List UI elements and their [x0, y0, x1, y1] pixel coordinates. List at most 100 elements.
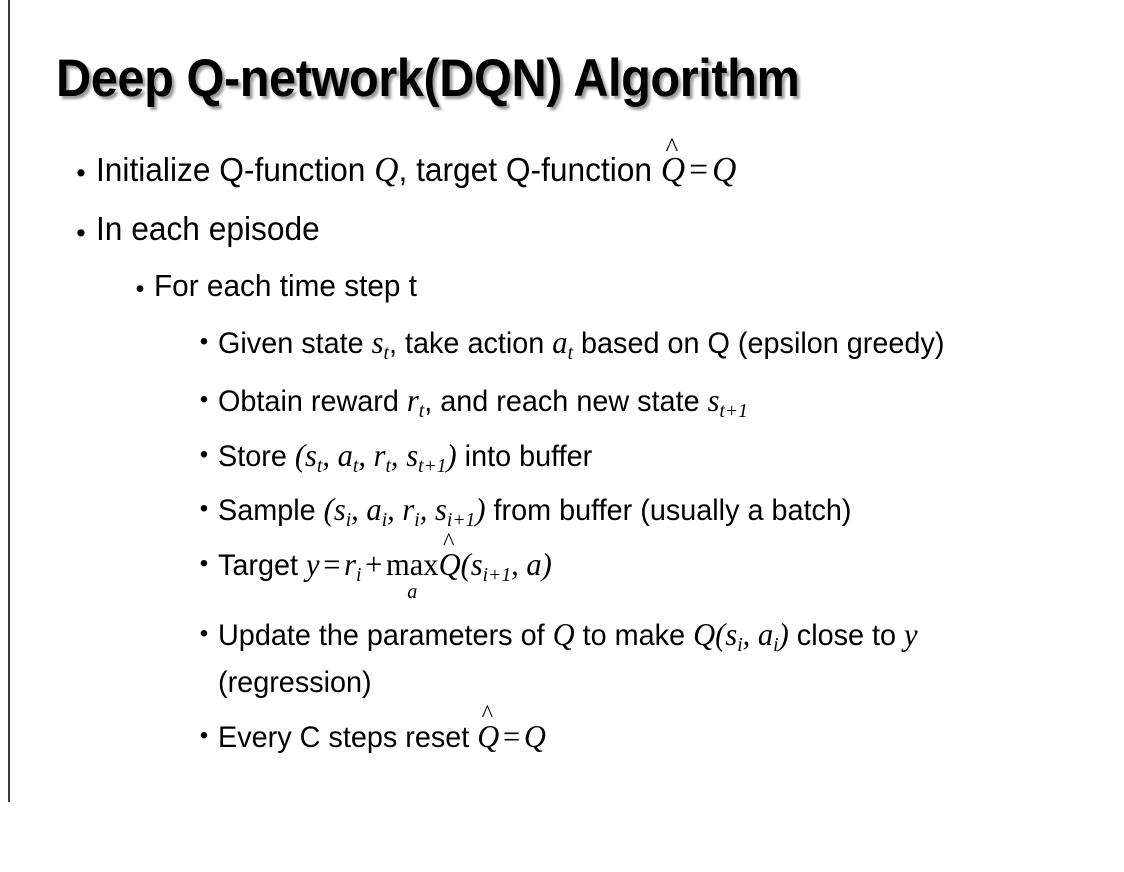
every-c-q-symbol: Q	[523, 718, 546, 754]
bullet-given-state: • Given state st, take action at based o…	[0, 320, 1124, 368]
every-c-lead: Every C steps reset	[218, 720, 478, 754]
target-close-paren: )	[541, 546, 552, 582]
target-plus: +	[365, 546, 383, 582]
bullet-initialize: • Initialize Q-function Q, target Q-func…	[0, 134, 1124, 192]
target-r-symbol: r	[344, 546, 357, 582]
bullet-marker: •	[135, 275, 145, 304]
bullet-obtain-reward-text: Obtain reward rt, and reach new state st…	[218, 378, 748, 426]
update-comma: ,	[742, 617, 758, 653]
store-comma-1: ,	[322, 437, 338, 473]
bullet-sample-text: Sample (si, ai, ri, si+1) from buffer (u…	[218, 487, 852, 535]
update-open-paren: (	[715, 617, 726, 653]
bullet-obtain-reward: • Obtain reward rt, and reach new state …	[0, 378, 1124, 426]
update-a-symbol: a	[757, 617, 774, 653]
store-tail: into buffer	[456, 439, 593, 473]
initialize-mid: , target Q-function	[398, 151, 661, 188]
bullet-marker: •	[199, 495, 209, 523]
bullet-marker: •	[199, 386, 209, 414]
initialize-q2-symbol: Q	[712, 150, 737, 189]
bullet-for-each-time-step: • For each time step t	[0, 266, 1124, 305]
given-state-s-symbol: s	[371, 324, 384, 360]
store-s-symbol: s	[305, 437, 317, 473]
store-open-paren: (	[294, 437, 306, 473]
sample-s-symbol: s	[333, 492, 346, 528]
update-y-symbol: y	[904, 617, 918, 653]
given-state-tail: based on Q (epsilon greedy)	[573, 326, 945, 360]
sample-comma-2: ,	[387, 492, 403, 528]
sample-a-subscript: i	[381, 509, 388, 532]
update-tail2: (regression)	[218, 665, 372, 699]
bullet-update: • Update the parameters of Q to make Q(s…	[0, 612, 1124, 704]
page-title: Deep Q-network(DQN) Algorithm	[56, 49, 800, 108]
store-r-symbol: r	[373, 437, 386, 473]
target-qhat-letter: Q	[438, 546, 461, 582]
store-a-subscript: t	[352, 454, 359, 477]
target-lead: Target	[218, 548, 307, 582]
left-edge-rule	[8, 0, 10, 802]
given-state-a-symbol: a	[552, 324, 568, 360]
target-a-symbol: a	[526, 546, 542, 582]
sample-a-symbol: a	[366, 492, 382, 528]
store-r-subscript: t	[385, 454, 391, 477]
store-a-symbol: a	[337, 437, 353, 473]
given-state-mid: , take action	[389, 326, 553, 360]
given-state-lead: Given state	[218, 326, 372, 360]
store-s2-subscript: t+1	[418, 454, 447, 477]
target-y-symbol: y	[306, 546, 320, 582]
bullet-sample: • Sample (si, ai, ri, si+1) from buffer …	[0, 487, 1124, 535]
update-q1-symbol: Q	[552, 617, 575, 653]
bullet-every-c-steps: • Every C steps reset ^Q=Q	[0, 701, 1124, 760]
bullet-marker: •	[199, 440, 209, 468]
target-equals: =	[323, 546, 341, 582]
target-r-subscript: i	[356, 563, 362, 586]
sample-r-subscript: i	[414, 509, 420, 532]
store-comma-3: ,	[390, 437, 407, 473]
sample-comma-1: ,	[351, 492, 367, 528]
update-tail: close to	[788, 619, 905, 653]
store-s-subscript: t	[316, 454, 323, 477]
bullet-marker: •	[199, 620, 209, 648]
store-comma-2: ,	[358, 437, 374, 473]
obtain-reward-mid: , and reach new state	[424, 385, 708, 419]
obtain-reward-lead: Obtain reward	[218, 385, 407, 419]
sample-close-paren: )	[475, 492, 486, 528]
bullet-marker: •	[76, 218, 86, 249]
update-q2-symbol: Q	[693, 617, 716, 653]
store-lead: Store	[218, 439, 295, 473]
every-c-equals: =	[503, 718, 521, 754]
given-state-s-subscript: t	[383, 341, 389, 364]
obtain-reward-r-subscript: t	[418, 400, 425, 423]
initialize-lead: Initialize Q-function	[96, 151, 375, 188]
sample-s2-symbol: s	[435, 492, 447, 528]
max-operator-label: max	[386, 546, 439, 582]
update-lead: Update the parameters of	[218, 619, 553, 653]
sample-comma-3: ,	[419, 492, 436, 528]
every-c-qhat-letter: Q	[477, 718, 500, 754]
bullet-in-each-episode-text: In each episode	[96, 210, 320, 248]
sample-r-symbol: r	[402, 492, 415, 528]
obtain-reward-r-symbol: r	[406, 383, 419, 419]
store-s2-symbol: s	[406, 437, 419, 473]
given-state-a-subscript: t	[567, 341, 574, 364]
bullet-for-each-time-step-text: For each time step t	[154, 268, 417, 304]
obtain-reward-s-symbol: s	[707, 383, 720, 419]
update-s-symbol: s	[725, 617, 738, 653]
bullet-marker: •	[199, 327, 209, 355]
target-s-subscript: i+1	[482, 563, 512, 586]
max-operator-subscript: a	[407, 579, 418, 604]
bullet-every-c-steps-text: Every C steps reset ^Q=Q	[218, 701, 546, 760]
initialize-equals: =	[689, 150, 709, 189]
every-c-qhat-symbol: ^Q	[477, 701, 500, 760]
update-s-subscript: i	[737, 634, 743, 657]
target-s-symbol: s	[470, 546, 483, 582]
bullet-store-text: Store (st, at, rt, st+1) into buffer	[218, 433, 592, 481]
bullet-marker: •	[199, 721, 209, 749]
target-open-paren: (	[460, 546, 471, 582]
bullet-given-state-text: Given state st, take action at based on …	[218, 320, 944, 368]
initialize-qhat-symbol: ^Q	[661, 134, 685, 192]
sample-lead: Sample	[218, 494, 324, 528]
